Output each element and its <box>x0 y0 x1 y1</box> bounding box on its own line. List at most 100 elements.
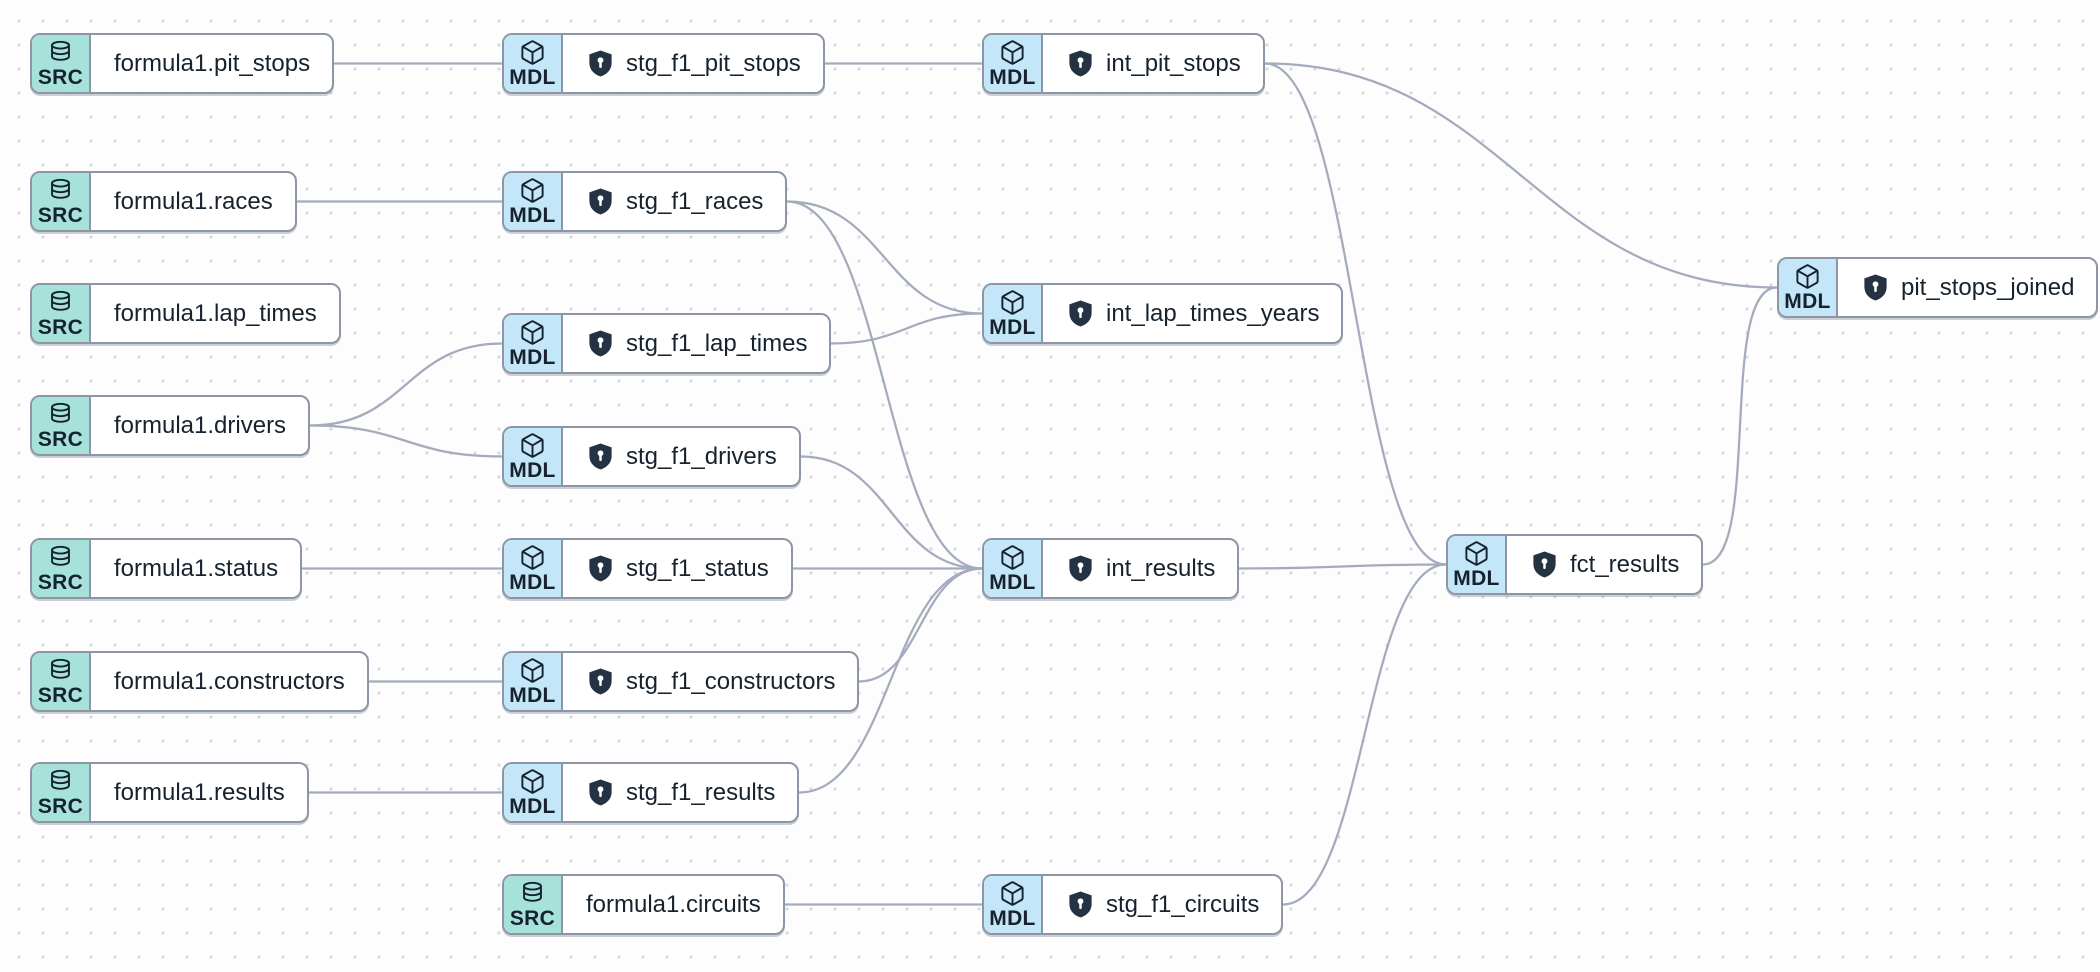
node-type-label: SRC <box>37 316 84 339</box>
node-label: stg_f1_drivers <box>626 442 777 470</box>
model-cube-icon <box>519 319 546 346</box>
node-type-label: MDL <box>509 459 556 482</box>
node-type-badge: MDL <box>984 540 1043 597</box>
shield-lock-icon <box>1066 299 1095 328</box>
lineage-node-int_pit_stops[interactable]: MDL int_pit_stops <box>982 33 1265 94</box>
node-label-area: formula1.status <box>91 540 300 597</box>
model-cube-icon <box>519 544 546 571</box>
node-type-badge: MDL <box>504 653 563 710</box>
model-cube-icon <box>1794 263 1821 290</box>
node-type-label: MDL <box>989 66 1036 89</box>
lineage-node-int_results[interactable]: MDL int_results <box>982 538 1240 599</box>
node-label: formula1.status <box>114 554 279 582</box>
node-type-badge: MDL <box>504 540 563 597</box>
lineage-node-int_lap_times_years[interactable]: MDL int_lap_times_years <box>982 283 1344 344</box>
database-icon <box>47 39 74 66</box>
database-icon <box>47 768 74 795</box>
node-label: formula1.races <box>114 187 273 215</box>
model-cube-icon <box>999 289 1026 316</box>
model-cube-icon <box>519 432 546 459</box>
edge-int_pit_stops-to-pit_stops_joined <box>1264 62 1778 289</box>
node-type-badge: MDL <box>1779 259 1838 316</box>
model-cube-icon <box>519 657 546 684</box>
node-type-badge: MDL <box>504 315 563 372</box>
node-type-label: MDL <box>989 316 1036 339</box>
node-type-label: MDL <box>509 204 556 227</box>
edge-stg_races-to-int_lap_times_years <box>786 200 983 315</box>
node-label-area: formula1.constructors <box>91 653 367 710</box>
node-type-label: MDL <box>1784 290 1831 313</box>
lineage-node-src_pit_stops[interactable]: SRC formula1.pit_stops <box>30 33 335 94</box>
node-type-label: SRC <box>37 428 84 451</box>
shield-lock-icon <box>586 49 615 78</box>
edge-stg_drivers-to-int_results <box>800 455 983 570</box>
model-cube-icon <box>519 39 546 66</box>
node-type-label: SRC <box>509 907 556 930</box>
edge-stg_races-to-int_results <box>786 200 983 570</box>
edge-src_drivers-to-stg_lap_times <box>309 342 503 427</box>
lineage-node-stg_lap_times[interactable]: MDL stg_f1_lap_times <box>502 313 832 374</box>
node-label-area: formula1.races <box>91 173 295 230</box>
lineage-node-src_races[interactable]: SRC formula1.races <box>30 171 297 232</box>
node-label: formula1.pit_stops <box>114 49 311 77</box>
node-label-area: fct_results <box>1507 536 1701 593</box>
node-type-badge: SRC <box>32 35 91 92</box>
node-label: int_lap_times_years <box>1106 299 1320 327</box>
node-label-area: int_pit_stops <box>1043 35 1263 92</box>
shield-lock-icon <box>586 778 615 807</box>
lineage-node-stg_status[interactable]: MDL stg_f1_status <box>502 538 793 599</box>
shield-lock-icon <box>586 554 615 583</box>
shield-lock-icon <box>1066 890 1095 919</box>
edge-int_results-to-fct_results <box>1238 563 1447 570</box>
lineage-node-src_status[interactable]: SRC formula1.status <box>30 538 303 599</box>
node-label: stg_f1_lap_times <box>626 329 808 357</box>
node-label-area: stg_f1_constructors <box>563 653 857 710</box>
node-type-badge: SRC <box>32 540 91 597</box>
node-label-area: int_results <box>1043 540 1237 597</box>
model-cube-icon <box>519 768 546 795</box>
node-type-badge: SRC <box>32 653 91 710</box>
node-type-badge: MDL <box>984 876 1043 933</box>
node-type-label: MDL <box>989 571 1036 594</box>
node-type-badge: SRC <box>32 397 91 454</box>
node-label: fct_results <box>1570 550 1680 578</box>
node-type-badge: SRC <box>32 764 91 821</box>
database-icon <box>47 177 74 204</box>
lineage-node-stg_drivers[interactable]: MDL stg_f1_drivers <box>502 426 801 487</box>
database-icon <box>519 880 546 907</box>
node-type-badge: MDL <box>504 35 563 92</box>
edge-fct_results-to-pit_stops_joined <box>1702 286 1778 566</box>
edge-stg_constructors-to-int_results <box>858 567 983 683</box>
node-label: formula1.circuits <box>586 890 761 918</box>
node-label-area: stg_f1_status <box>563 540 791 597</box>
node-label: stg_f1_status <box>626 554 769 582</box>
model-cube-icon <box>1463 540 1490 567</box>
node-type-label: SRC <box>37 795 84 818</box>
node-type-badge: MDL <box>504 173 563 230</box>
lineage-node-src_circuits[interactable]: SRC formula1.circuits <box>502 874 785 935</box>
node-type-label: SRC <box>37 66 84 89</box>
node-label: stg_f1_constructors <box>626 667 836 695</box>
node-label: formula1.constructors <box>114 667 345 695</box>
node-type-badge: MDL <box>504 764 563 821</box>
lineage-node-src_constructors[interactable]: SRC formula1.constructors <box>30 651 369 712</box>
node-type-badge: SRC <box>32 173 91 230</box>
node-type-label: MDL <box>989 907 1036 930</box>
node-label-area: pit_stops_joined <box>1838 259 2096 316</box>
node-label-area: stg_f1_races <box>563 173 785 230</box>
node-label-area: stg_f1_pit_stops <box>563 35 823 92</box>
node-label-area: int_lap_times_years <box>1043 285 1341 342</box>
lineage-node-pit_stops_joined[interactable]: MDL pit_stops_joined <box>1777 257 2099 318</box>
lineage-node-stg_constructors[interactable]: MDL stg_f1_constructors <box>502 651 860 712</box>
node-type-badge: MDL <box>504 428 563 485</box>
lineage-node-stg_races[interactable]: MDL stg_f1_races <box>502 171 788 232</box>
